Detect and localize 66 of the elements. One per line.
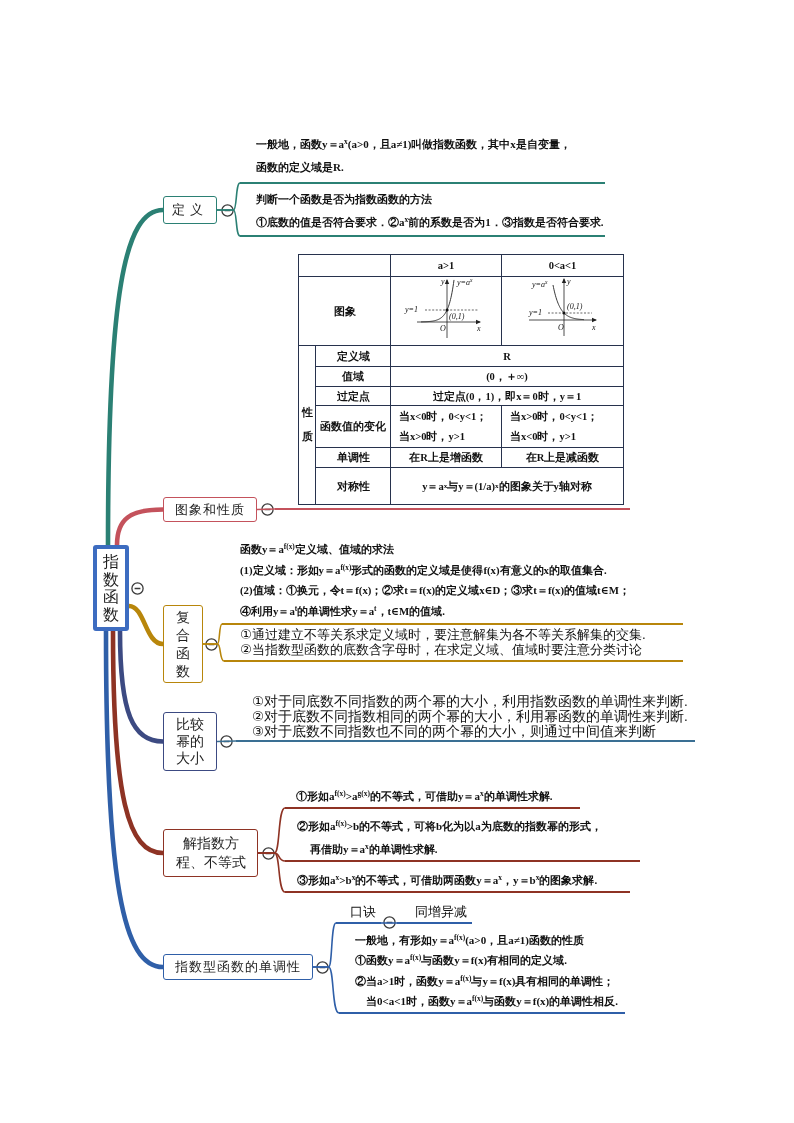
underlined-topic	[397, 902, 472, 924]
data-table	[275, 251, 630, 510]
branch-box: 复合函数	[163, 605, 203, 683]
topic-text: ②当指数型函数的底数含字母时，在求定义域、值域时要注意分类讨论	[240, 642, 642, 657]
cell-text: 当x>0时，y>1	[399, 430, 465, 443]
topic-text: 判断一个函数是否为指数函数的方法	[256, 192, 432, 207]
table-cell: 性质	[298, 345, 316, 505]
underlined-topic	[236, 694, 695, 742]
cell-text: 当x<0时，0<y<1；	[399, 410, 488, 423]
connector-line	[312, 966, 340, 1014]
topic-text: 一般地，有形如y＝a$^{f(x)}$(a>0，且a≠1)函数的性质	[355, 932, 584, 948]
graph-label: y=a$^{x}$	[457, 278, 473, 287]
topic-text: ①底数的值是否符合要求．②a$^{x}$前的系数是否为1．③指数是否符合要求.	[256, 214, 604, 230]
graph-label: (0,1)	[449, 312, 465, 321]
topic-text: ①函数y＝a$^{f(x)}$与函数y＝f(x)有相同的定义域.	[355, 952, 567, 969]
cell-text: 当x>0时，0<y<1；	[510, 410, 599, 423]
topic-text: 函数y＝a$^{f(x)}$定义域、值域的求法	[240, 541, 394, 557]
graph-label: y=1	[405, 305, 418, 314]
topic-text: 口诀	[350, 903, 376, 921]
graph-label: y=a$^{x}$	[532, 280, 548, 289]
topic-text: 再借助y＝a$^{x}$的单调性求解.	[310, 841, 438, 857]
underlined-topic	[224, 627, 683, 662]
topic-text: 当0<a<1时，函数y＝a$^{f(x)}$与函数y＝f(x)的单调性相反.	[366, 993, 618, 1009]
connector-line	[216, 209, 241, 237]
topic-text: (1)定义域：形如y＝a$^{f(x)}$形式的函数的定义域是使得f(x)有意义的x的取值集合.	[240, 561, 607, 578]
topic-text: (2)值域：①换元，令t＝f(x)；②求t＝f(x)的定义域x∈D；③求t＝f(x)的值域t∈M；	[240, 583, 630, 598]
topic-text: 同增异减	[415, 903, 467, 921]
branch-box: 解指数方程、不等式	[163, 829, 258, 877]
topic-text: ①形如a$^{f(x)}$>a$^{g(x)}$的不等式，可借助y＝a$^{x}$的单调性求解.	[296, 788, 553, 804]
topic-text: ③对于底数不同指数也不同的两个幂的大小，则通过中间值来判断	[252, 724, 657, 739]
underlined-topic	[336, 902, 381, 924]
graph-label: x	[477, 324, 481, 333]
cell-text: 当x<0时，y>1	[510, 430, 576, 443]
graph-label: y=1	[529, 308, 542, 317]
connector-line	[380, 922, 398, 924]
connector-line	[105, 207, 164, 545]
connector-line	[114, 507, 164, 546]
topic-text: ③形如a$^{x}$>b$^{x}$的不等式，可借助两函数y＝a$^{x}$，y＝b$^{x}$的图象求解.	[297, 872, 598, 888]
graph-label: y	[567, 277, 571, 286]
topic-text: 一般地，函数y＝a$^{x}$(a>0，且a≠1)叫做指数函数，其中x是自变量，	[256, 136, 571, 152]
table-cell: 0<a<1	[501, 254, 624, 277]
connector-line	[257, 852, 286, 893]
topic-text: ①对于同底数不同指数的两个幂的大小，利用指数函数的单调性来判断.	[252, 694, 688, 709]
connector-line	[216, 740, 237, 743]
graph-label: (0,1)	[567, 302, 583, 311]
connector-line	[256, 508, 276, 511]
graph-label: O	[440, 324, 446, 333]
connector-line	[202, 643, 225, 662]
connector-line	[117, 630, 164, 744]
branch-box: 图象和性质	[163, 497, 257, 522]
connector-line	[103, 631, 164, 970]
topic-text: ②当a>1时，函数y＝a$^{f(x)}$与y＝f(x)具有相同的单调性；	[355, 972, 615, 989]
branch-box: 指数型函数的单调性	[163, 954, 313, 980]
branch-box: 定义	[163, 196, 217, 224]
topic-text: ②形如a$^{f(x)}$>b的不等式，可将b化为以a为底数的指数幂的形式，	[297, 818, 602, 834]
connector-line	[110, 631, 164, 856]
graph-label: x	[592, 323, 596, 332]
graph-label: O	[558, 323, 564, 332]
graph-label: y	[441, 277, 445, 286]
branch-box: 比较幂的大小	[163, 712, 217, 771]
topic-text: 函数的定义域是R.	[256, 160, 344, 175]
connector-line	[128, 603, 164, 647]
topic-text: ①通过建立不等关系求定义域时，要注意解集为各不等关系解集的交集.	[240, 627, 646, 642]
root-box: 指数函数	[93, 545, 129, 631]
topic-text: ④利用y＝a$^{t}$的单调性求y＝a$^{t}$，t∈M的值域.	[240, 602, 445, 619]
topic-text: ②对于底数不同指数相同的两个幂的大小，利用幂函数的单调性来判断.	[252, 709, 688, 724]
